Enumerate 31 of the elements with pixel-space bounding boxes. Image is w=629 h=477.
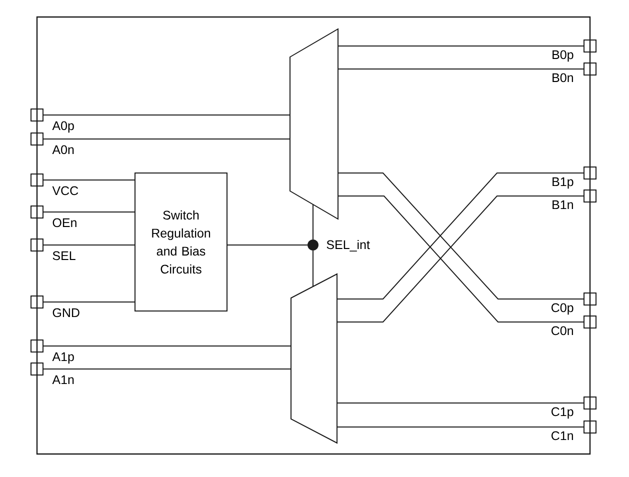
pin-label: B0p	[552, 50, 574, 62]
wire	[42, 244, 136, 246]
pin-label: C1p	[552, 407, 574, 419]
wire	[226, 244, 308, 246]
pin-label: B1n	[552, 200, 573, 209]
wire	[312, 250, 314, 288]
pin-label: C1n	[552, 431, 573, 440]
net-label: SEL_int	[326, 240, 370, 252]
wire	[338, 68, 584, 70]
circuit-block: Switch Regulation and Bias Circuits	[134, 172, 228, 312]
pin-label: A0n	[52, 145, 74, 154]
pin-label: B0n	[552, 73, 573, 82]
pin-label: A1p	[52, 352, 74, 364]
pin-label: B1p	[552, 177, 574, 189]
pin-label: GND	[52, 308, 80, 318]
wire	[336, 426, 584, 428]
wire	[42, 114, 290, 116]
pin-label: SEL	[52, 251, 76, 260]
wire	[42, 138, 290, 140]
wire	[336, 402, 584, 404]
pin-label: VCC	[52, 186, 78, 196]
pin-label: OEn	[52, 218, 76, 228]
pin-label: A0p	[52, 121, 74, 133]
pin-label: C0n	[552, 326, 573, 336]
chip-outline	[36, 16, 591, 455]
wire	[42, 368, 292, 370]
mux-trapezoid	[290, 28, 338, 220]
pin-label: A1n	[52, 375, 74, 384]
wire	[312, 204, 314, 240]
pin-label: C0p	[552, 303, 574, 315]
mux-trapezoid	[290, 273, 338, 444]
